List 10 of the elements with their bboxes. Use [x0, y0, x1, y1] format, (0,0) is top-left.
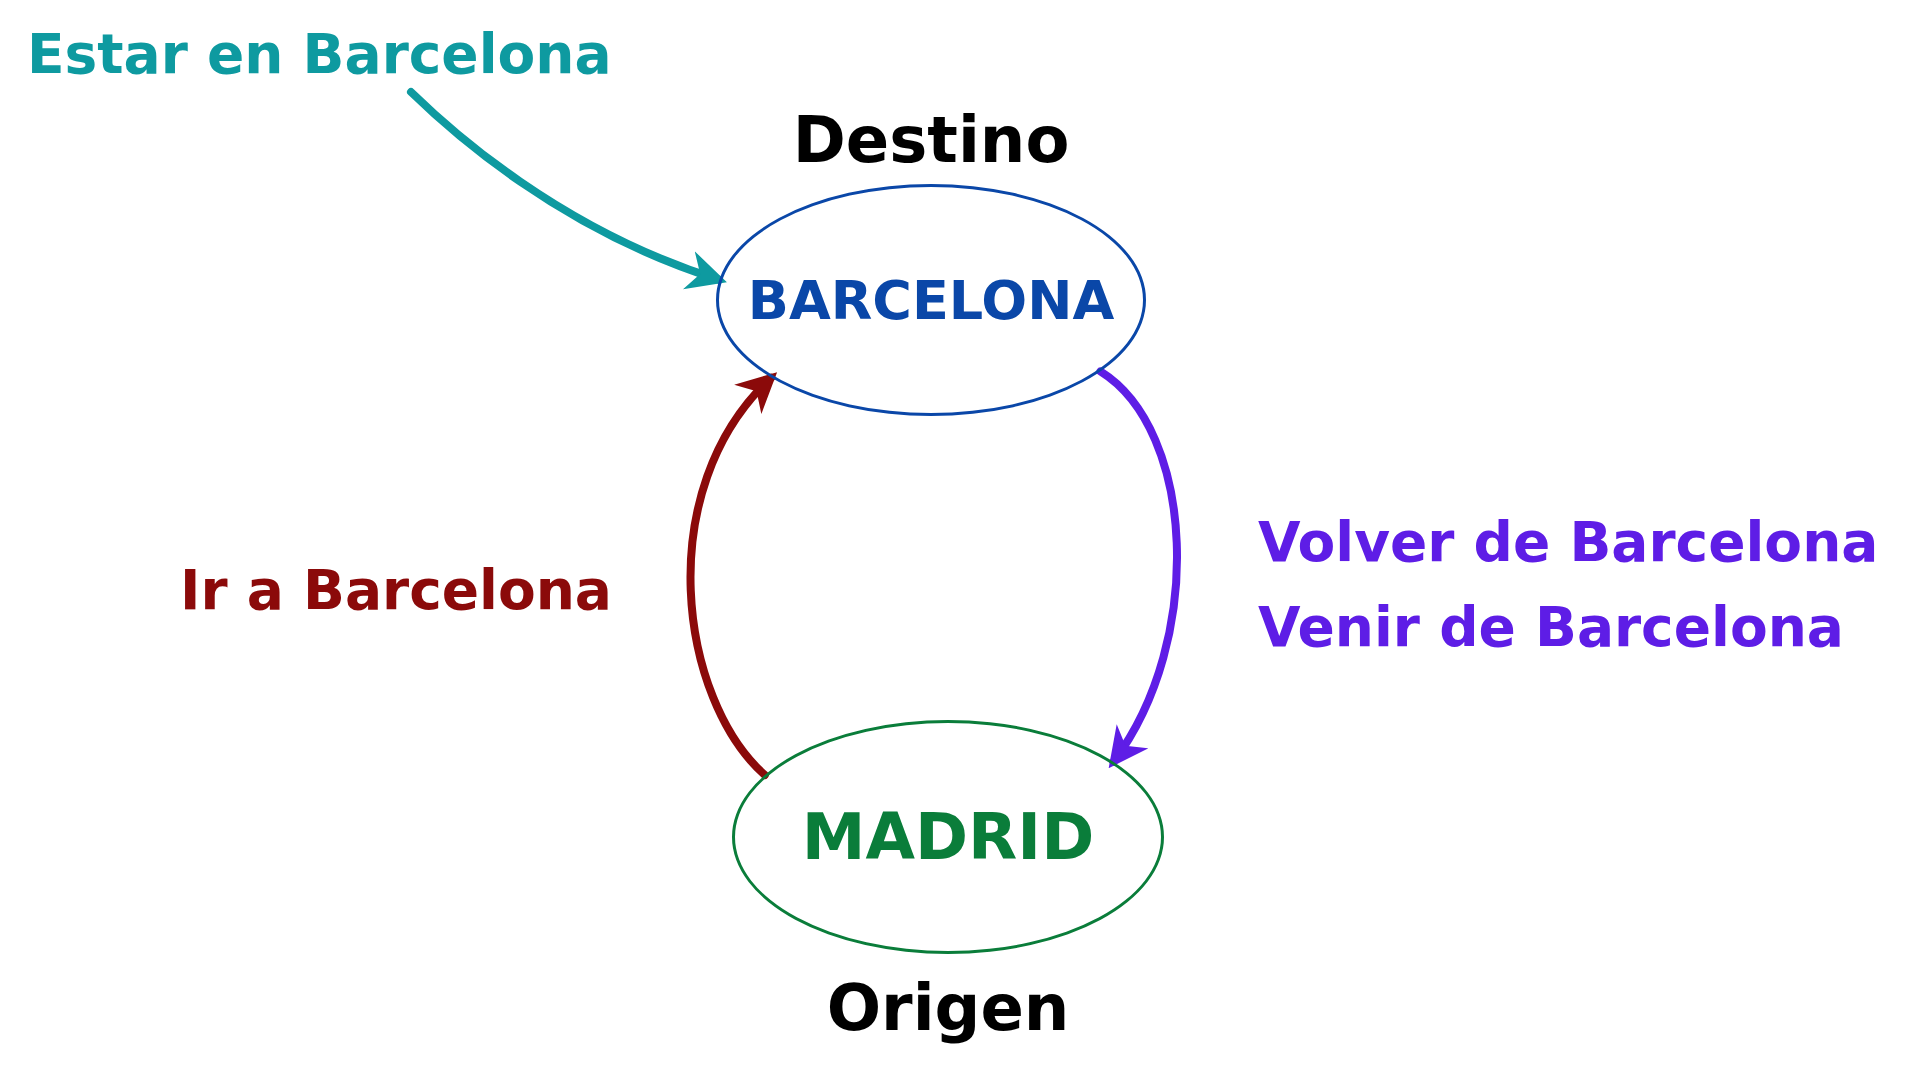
edge-label: Volver de Barcelona Venir de Barcelona — [1258, 509, 1880, 662]
node-label: MADRID — [801, 800, 1095, 874]
arrow — [1096, 367, 1181, 769]
node-label: BARCELONA — [747, 268, 1115, 332]
arrow — [407, 88, 727, 289]
note-text: Estar en Barcelona — [27, 22, 612, 86]
node-caption: Origen — [826, 971, 1070, 1045]
edge-label: Ir a Barcelona — [180, 557, 613, 624]
node-caption: Destino — [792, 103, 1070, 177]
arrow — [686, 371, 777, 779]
